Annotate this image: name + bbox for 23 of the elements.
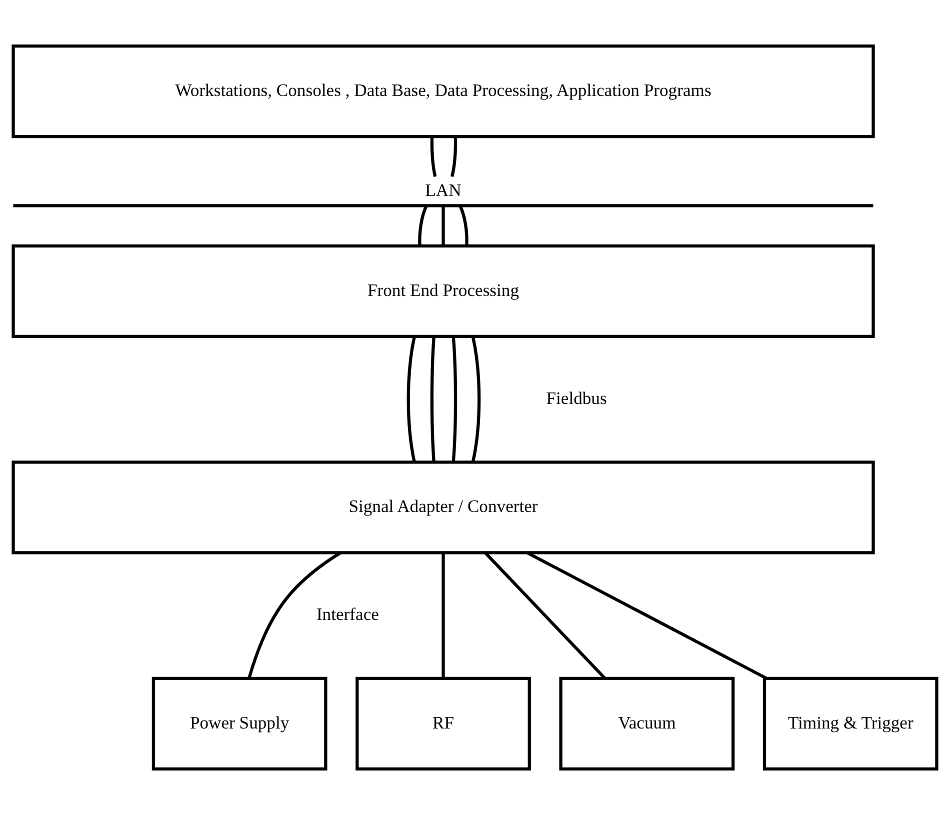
label: Interface: [316, 604, 379, 624]
node-box: Power Supply: [152, 676, 328, 771]
connector: [526, 551, 768, 680]
connector: [430, 136, 437, 177]
label: Fieldbus: [546, 388, 607, 408]
connector: [458, 205, 468, 246]
connector: [442, 206, 445, 246]
connector: [450, 136, 458, 177]
node-text: LAN: [425, 180, 462, 200]
connector: [452, 336, 458, 462]
connector: [406, 336, 416, 462]
connector: [484, 552, 606, 680]
connector: [442, 553, 445, 678]
node-box: Signal Adapter / Converter: [12, 460, 875, 554]
connector: [418, 205, 428, 246]
connector: [248, 552, 342, 679]
node-box: Workstations, Consoles , Data Base, Data Processing, Application Programs: [12, 44, 875, 138]
node-box: Front End Processing: [12, 244, 875, 338]
node-box: RF: [356, 676, 531, 771]
connector: [430, 336, 436, 462]
node-box: Timing & Trigger: [762, 676, 938, 771]
connector: [471, 336, 481, 462]
node-box: Vacuum: [559, 676, 735, 771]
